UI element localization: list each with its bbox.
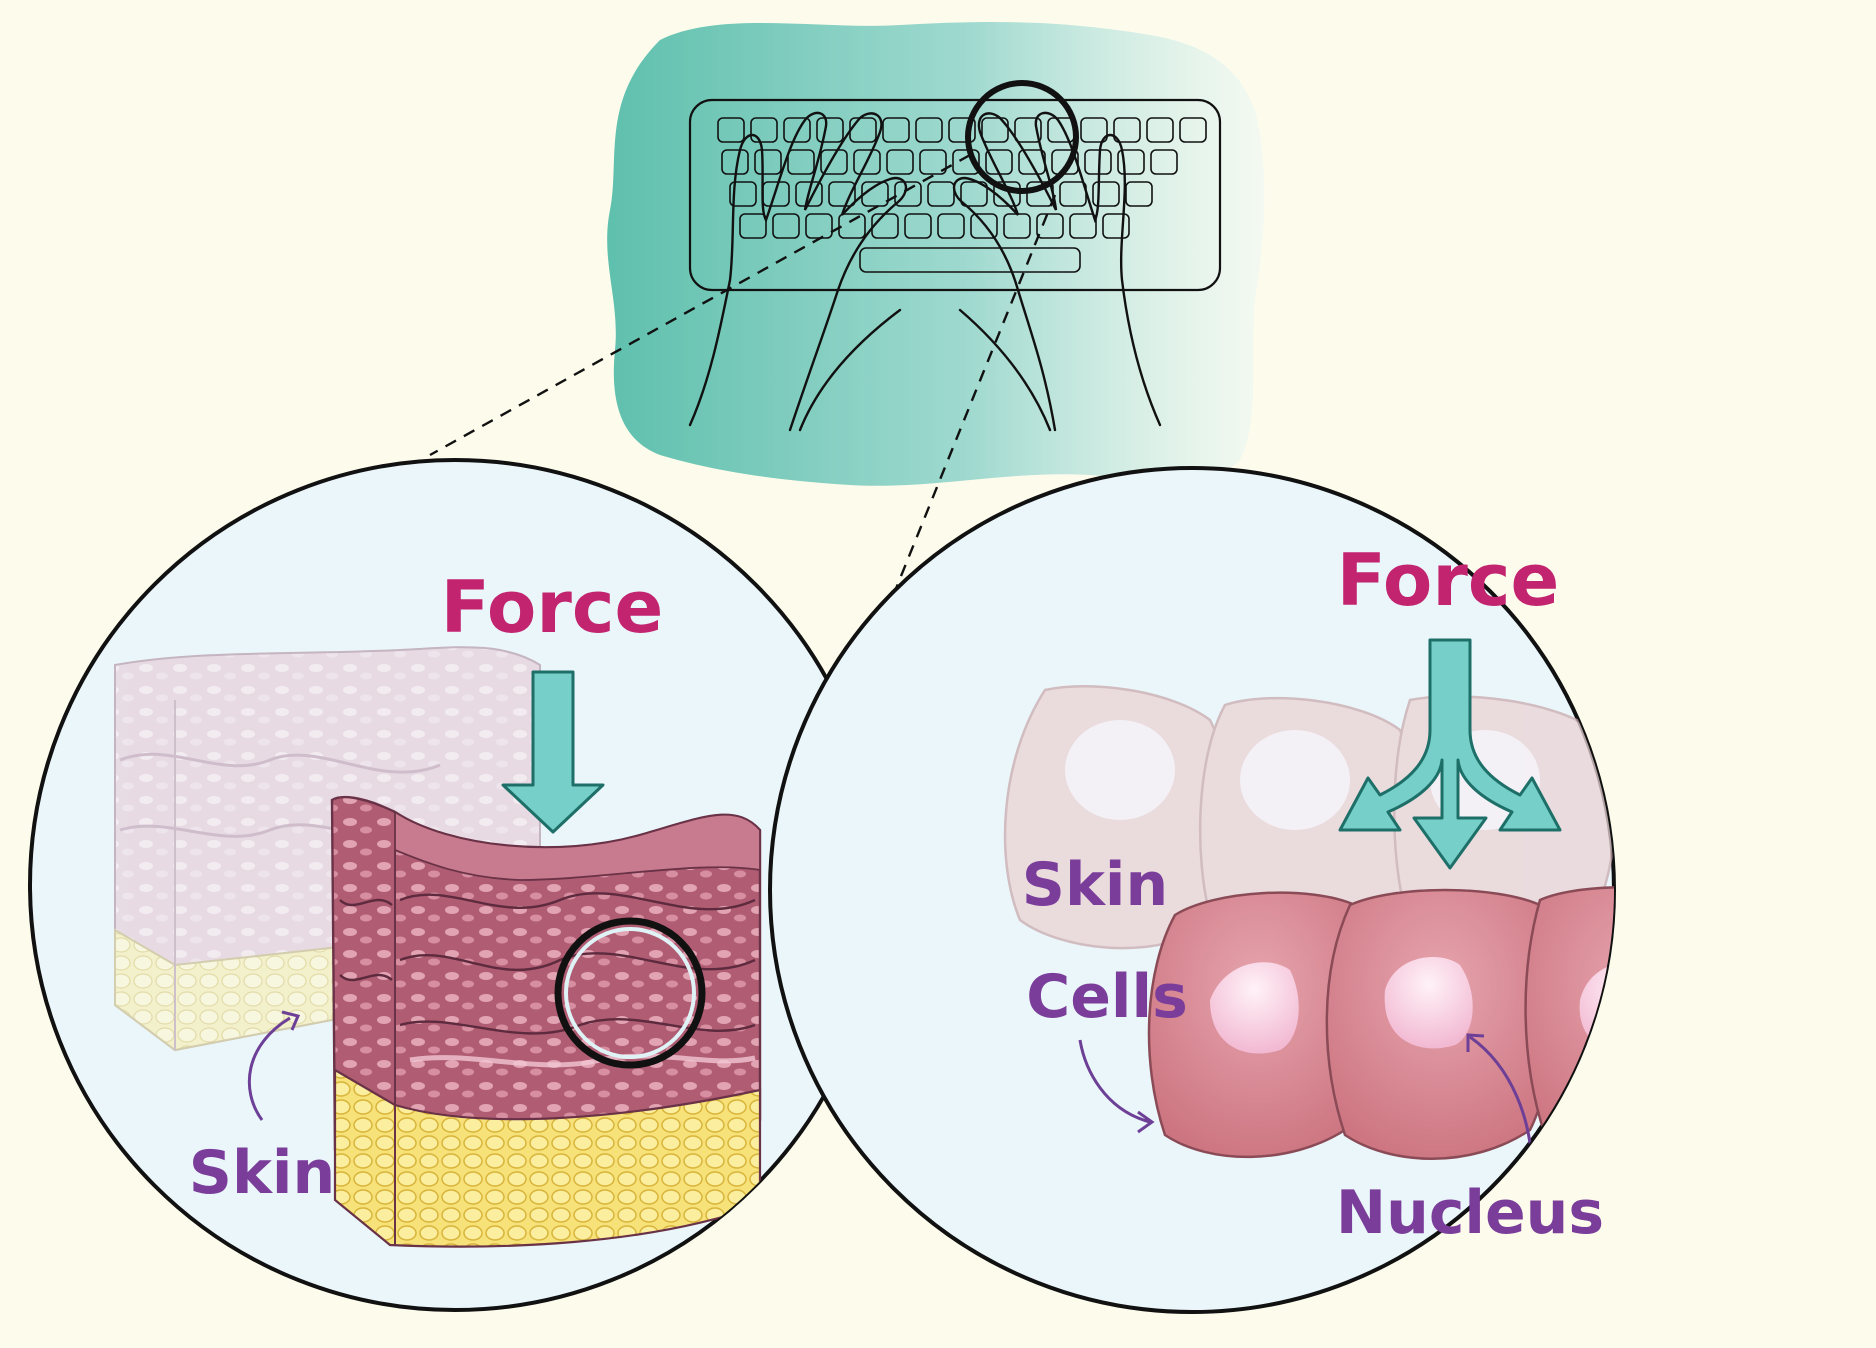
- force-arrow-split: [1338, 638, 1562, 870]
- skin-cells-panel: Force Skin Cells Nucleus: [768, 466, 1616, 1314]
- keyboard-key: [772, 213, 800, 239]
- right-nucleus-label: Nucleus: [1336, 1178, 1604, 1248]
- magnifier-circle-icon: [554, 917, 706, 1069]
- keyboard-key: [1125, 181, 1153, 207]
- keyboard-key: [750, 117, 778, 143]
- hands-icon: [688, 111, 1162, 432]
- keyboard-key: [861, 181, 889, 207]
- keyboard-key: [981, 117, 1009, 143]
- keyboard-key: [787, 149, 815, 175]
- keyboard-key: [1117, 149, 1145, 175]
- keyboard-key: [948, 117, 976, 143]
- teal-blob: [607, 22, 1265, 486]
- keyboard-key: [927, 181, 955, 207]
- keyboard-key: [952, 149, 980, 175]
- keyboard-key: [820, 149, 848, 175]
- keyboard-key: [816, 117, 844, 143]
- keyboard-key: [853, 149, 881, 175]
- keyboard-key: [970, 213, 998, 239]
- keyboard-key: [795, 181, 823, 207]
- keyboard-key: [1069, 213, 1097, 239]
- skin-cells-back: [1003, 685, 1614, 950]
- skin-block-compressed: [330, 795, 762, 1248]
- keyboard-key: [919, 149, 947, 175]
- keyboard-key: [828, 181, 856, 207]
- keyboard-key: [1113, 117, 1141, 143]
- keyboard-key: [904, 213, 932, 239]
- keyboard-key: [1014, 117, 1042, 143]
- keyboard-key: [1036, 213, 1064, 239]
- keyboard-key: [894, 181, 922, 207]
- keyboard-key: [882, 117, 910, 143]
- force-arrow-down: [501, 670, 605, 834]
- left-force-label: Force: [441, 565, 664, 649]
- keyboard-key: [783, 117, 811, 143]
- keyboard-key: [717, 117, 745, 143]
- skin-pointer-arrow: [247, 1016, 291, 1121]
- keyboard-key: [1092, 181, 1120, 207]
- keyboard-key: [1146, 117, 1174, 143]
- keyboard-key: [937, 213, 965, 239]
- keyboard-key: [993, 181, 1021, 207]
- skin-cells-front: [1147, 886, 1614, 1160]
- right-skin-label: Skin: [1022, 850, 1168, 920]
- keyboard-key: [838, 213, 866, 239]
- right-force-label: Force: [1337, 538, 1560, 622]
- keyboard-spacebar: [859, 247, 1081, 273]
- keyboard-key: [1102, 213, 1130, 239]
- skin-tissue-panel: Force Skin: [28, 458, 882, 1312]
- keyboard-key: [886, 149, 914, 175]
- magnifier-circle-icon: [965, 80, 1079, 194]
- keyboard-key: [1179, 117, 1207, 143]
- keyboard-key: [729, 181, 757, 207]
- keyboard-icon: [688, 98, 1222, 292]
- cells-pointer-arrow: [1078, 1039, 1151, 1124]
- keyboard-key: [739, 213, 767, 239]
- keyboard-key: [1080, 117, 1108, 143]
- keyboard-key: [1150, 149, 1178, 175]
- keyboard-scene: [607, 22, 1265, 486]
- keyboard-key: [960, 181, 988, 207]
- keyboard-key: [915, 117, 943, 143]
- right-cells-label: Cells: [1026, 962, 1188, 1032]
- keyboard-key: [754, 149, 782, 175]
- left-skin-label: Skin: [189, 1138, 335, 1208]
